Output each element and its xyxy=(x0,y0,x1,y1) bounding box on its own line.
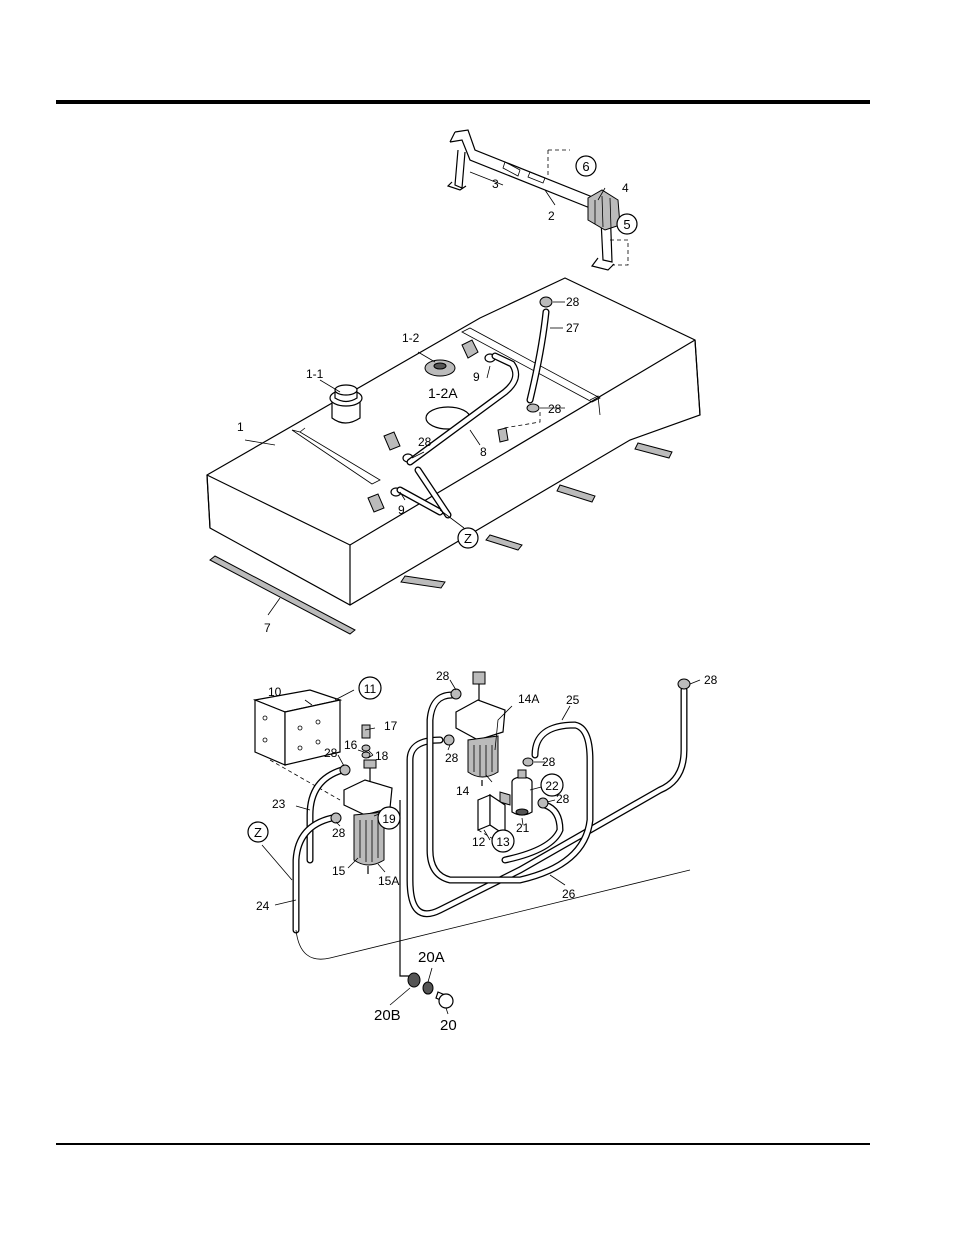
fuel-gauge-sender xyxy=(425,360,455,376)
callout-15: 15 xyxy=(332,864,346,878)
callout-Z-tank: Z xyxy=(464,531,472,546)
callout-19: 19 xyxy=(382,812,396,826)
hose-25 xyxy=(430,695,590,880)
callout-28-filter14-side: 28 xyxy=(445,751,459,765)
callout-17: 17 xyxy=(384,719,398,733)
part-labels: 6 5 3 2 4 1 1-1 1-2 1-2A 28 27 9 28 28 8… xyxy=(237,159,718,1034)
callout-28-filter14-top: 28 xyxy=(436,669,450,683)
callout-4: 4 xyxy=(622,181,629,195)
callout-28-pump-side: 28 xyxy=(556,792,570,806)
callout-9-upper: 9 xyxy=(473,370,480,384)
callout-22: 22 xyxy=(545,779,559,793)
callout-28-pump-top: 28 xyxy=(542,755,556,769)
callout-21: 21 xyxy=(516,821,530,835)
callout-26: 26 xyxy=(562,887,576,901)
callout-7: 7 xyxy=(264,621,271,635)
callout-2: 2 xyxy=(548,209,555,223)
callout-10: 10 xyxy=(268,685,282,699)
callout-28-filter15-top: 28 xyxy=(324,746,338,760)
bottom-rule xyxy=(56,1143,870,1145)
callout-1-1: 1-1 xyxy=(306,367,324,381)
callout-28-tank-top: 28 xyxy=(566,295,580,309)
callout-1-2A: 1-2A xyxy=(428,385,458,401)
callout-1: 1 xyxy=(237,420,244,434)
callout-14: 14 xyxy=(456,784,470,798)
callout-20B: 20B xyxy=(374,1007,401,1024)
callout-8: 8 xyxy=(480,445,487,459)
callout-25: 25 xyxy=(566,693,580,707)
callout-14A: 14A xyxy=(518,692,539,706)
callout-9-lower: 9 xyxy=(398,503,405,517)
callout-11: 11 xyxy=(364,682,377,696)
callout-6: 6 xyxy=(582,159,589,174)
callout-13: 13 xyxy=(496,835,510,849)
callout-20: 20 xyxy=(440,1017,457,1034)
fuel-filter-14 xyxy=(456,672,505,786)
callout-16: 16 xyxy=(344,738,358,752)
leader-lines xyxy=(245,172,700,1014)
callout-24: 24 xyxy=(256,899,270,913)
callout-28-far-right: 28 xyxy=(704,673,718,687)
callout-12: 12 xyxy=(472,835,486,849)
callout-5: 5 xyxy=(623,217,630,232)
hose-24 xyxy=(296,818,332,930)
callout-18: 18 xyxy=(375,749,389,763)
drain-bolt-assembly xyxy=(408,973,453,1008)
callout-28-filter15-side: 28 xyxy=(332,826,346,840)
callout-3: 3 xyxy=(492,177,499,191)
filler-neck-cap xyxy=(330,385,362,423)
callout-28-tank-left: 28 xyxy=(418,435,432,449)
callout-28-tank-mid: 28 xyxy=(548,402,562,416)
fuel-tank xyxy=(207,278,700,605)
callout-20A: 20A xyxy=(418,949,445,966)
callout-15A: 15A xyxy=(378,874,399,888)
tank-strap-bracket xyxy=(448,130,628,270)
callout-23: 23 xyxy=(272,797,286,811)
callout-1-2: 1-2 xyxy=(402,331,420,345)
callout-27: 27 xyxy=(566,321,580,335)
callout-Z-lower: Z xyxy=(254,825,262,840)
